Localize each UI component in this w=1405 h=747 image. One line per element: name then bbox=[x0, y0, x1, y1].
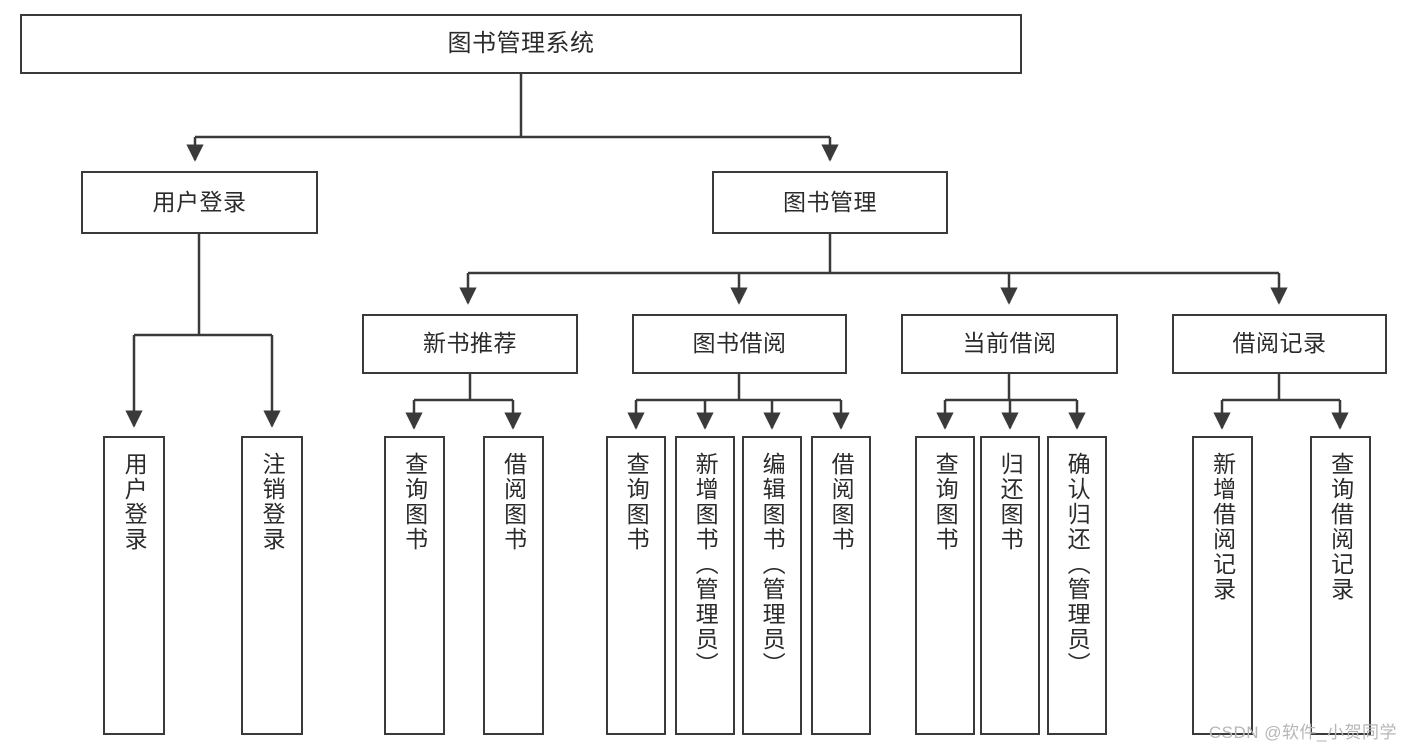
node-leaf-borrow-book-borrow-label: 借阅图书 bbox=[828, 452, 855, 552]
node-book-borrow[interactable]: 图书借阅 bbox=[632, 314, 847, 374]
node-leaf-borrow-book-new[interactable]: 借阅图书 bbox=[483, 436, 544, 735]
node-leaf-add-book-label: 新增图书（管理员） bbox=[692, 452, 719, 677]
node-leaf-edit-book-label: 编辑图书（管理员） bbox=[759, 452, 786, 677]
node-leaf-query-book-borrow[interactable]: 查询图书 bbox=[606, 436, 666, 735]
node-leaf-query-book-new[interactable]: 查询图书 bbox=[384, 436, 445, 735]
node-leaf-query-book-new-label: 查询图书 bbox=[401, 452, 428, 552]
node-user-login-label: 用户登录 bbox=[152, 188, 247, 215]
node-root[interactable]: 图书管理系统 bbox=[20, 14, 1022, 74]
node-leaf-borrow-book-borrow[interactable]: 借阅图书 bbox=[811, 436, 871, 735]
node-leaf-borrow-book-new-label: 借阅图书 bbox=[500, 452, 527, 552]
node-new-book-recommend-label: 新书推荐 bbox=[423, 330, 517, 357]
node-current-borrow-label: 当前借阅 bbox=[962, 330, 1057, 357]
node-borrow-record-label: 借阅记录 bbox=[1232, 330, 1327, 357]
node-leaf-query-book-current[interactable]: 查询图书 bbox=[915, 436, 975, 735]
node-leaf-logout[interactable]: 注销登录 bbox=[241, 436, 303, 735]
node-book-manage-label: 图书管理 bbox=[783, 188, 877, 215]
node-leaf-add-borrow-record-label: 新增借阅记录 bbox=[1209, 452, 1236, 602]
node-current-borrow[interactable]: 当前借阅 bbox=[901, 314, 1118, 374]
node-leaf-query-book-current-label: 查询图书 bbox=[932, 452, 959, 552]
node-book-manage[interactable]: 图书管理 bbox=[712, 171, 948, 234]
node-leaf-edit-book[interactable]: 编辑图书（管理员） bbox=[742, 436, 802, 735]
node-leaf-return-book[interactable]: 归还图书 bbox=[980, 436, 1040, 735]
node-leaf-query-borrow-record[interactable]: 查询借阅记录 bbox=[1310, 436, 1371, 735]
node-new-book-recommend[interactable]: 新书推荐 bbox=[362, 314, 578, 374]
node-leaf-user-login[interactable]: 用户登录 bbox=[103, 436, 165, 735]
node-leaf-return-book-label: 归还图书 bbox=[997, 452, 1024, 552]
node-leaf-query-book-borrow-label: 查询图书 bbox=[623, 452, 650, 552]
node-root-label: 图书管理系统 bbox=[447, 29, 595, 57]
node-user-login[interactable]: 用户登录 bbox=[81, 171, 318, 234]
node-leaf-confirm-return[interactable]: 确认归还（管理员） bbox=[1047, 436, 1107, 735]
node-book-borrow-label: 图书借阅 bbox=[692, 330, 787, 357]
node-leaf-user-login-label: 用户登录 bbox=[121, 452, 148, 552]
node-leaf-logout-label: 注销登录 bbox=[259, 452, 286, 552]
node-leaf-add-book[interactable]: 新增图书（管理员） bbox=[675, 436, 735, 735]
node-leaf-add-borrow-record[interactable]: 新增借阅记录 bbox=[1192, 436, 1253, 735]
node-leaf-query-borrow-record-label: 查询借阅记录 bbox=[1327, 452, 1354, 602]
node-leaf-confirm-return-label: 确认归还（管理员） bbox=[1064, 452, 1091, 677]
node-borrow-record[interactable]: 借阅记录 bbox=[1172, 314, 1387, 374]
csdn-watermark: CSDN @软件_小贺同学 bbox=[1208, 723, 1397, 742]
